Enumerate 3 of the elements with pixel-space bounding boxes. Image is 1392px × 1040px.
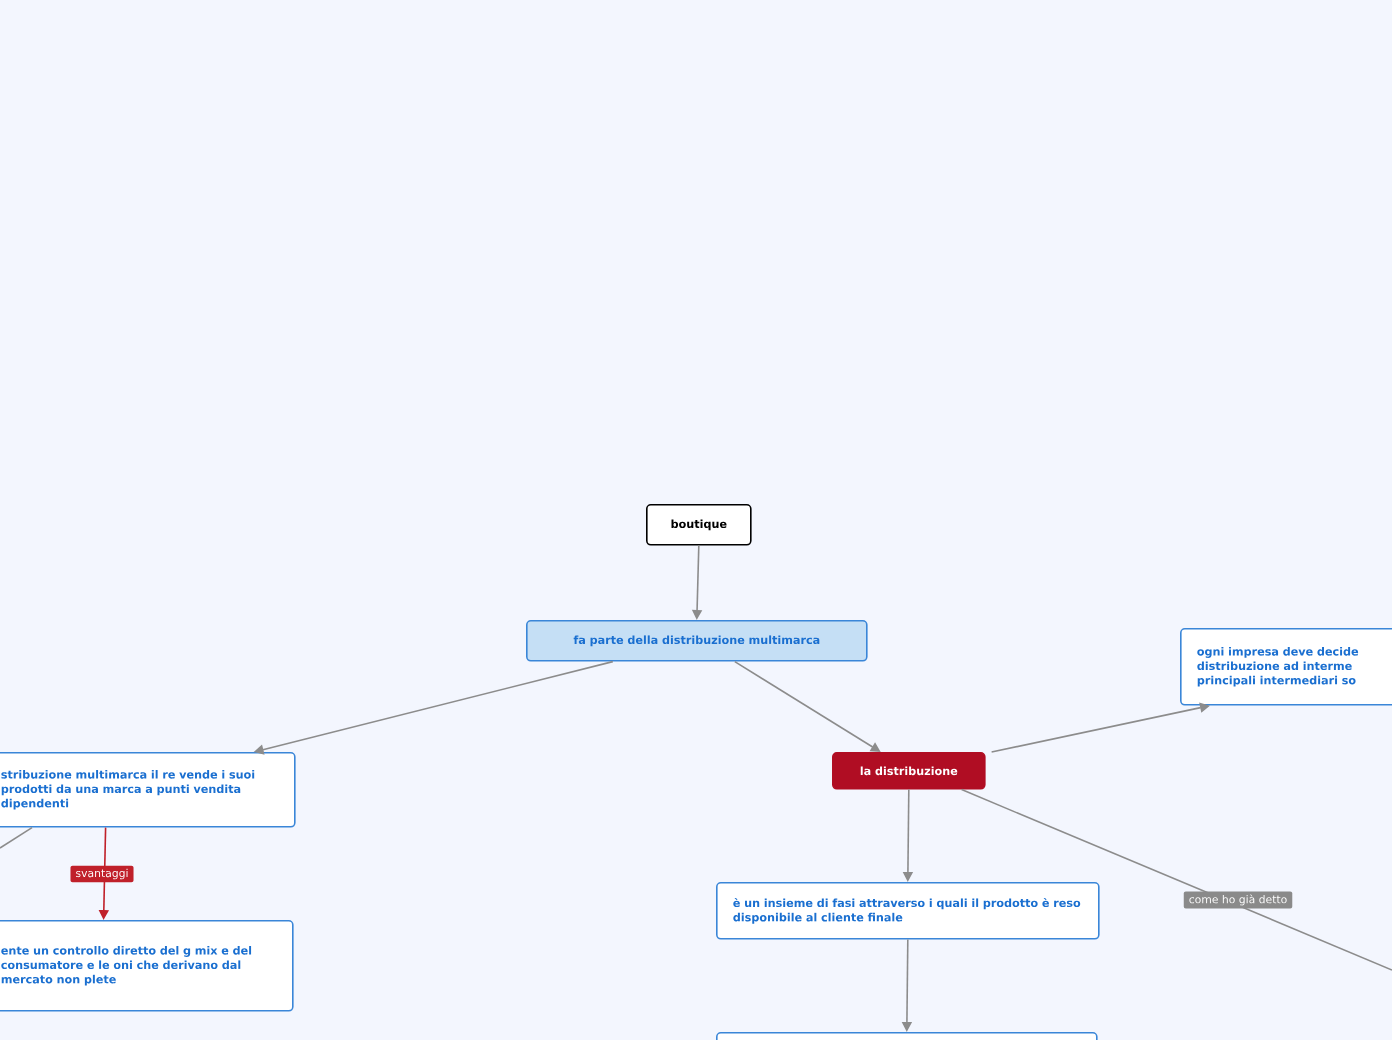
topic-box	[716, 1032, 1098, 1040]
connector-arrow	[734, 660, 881, 752]
connector-arrow	[990, 702, 1210, 753]
